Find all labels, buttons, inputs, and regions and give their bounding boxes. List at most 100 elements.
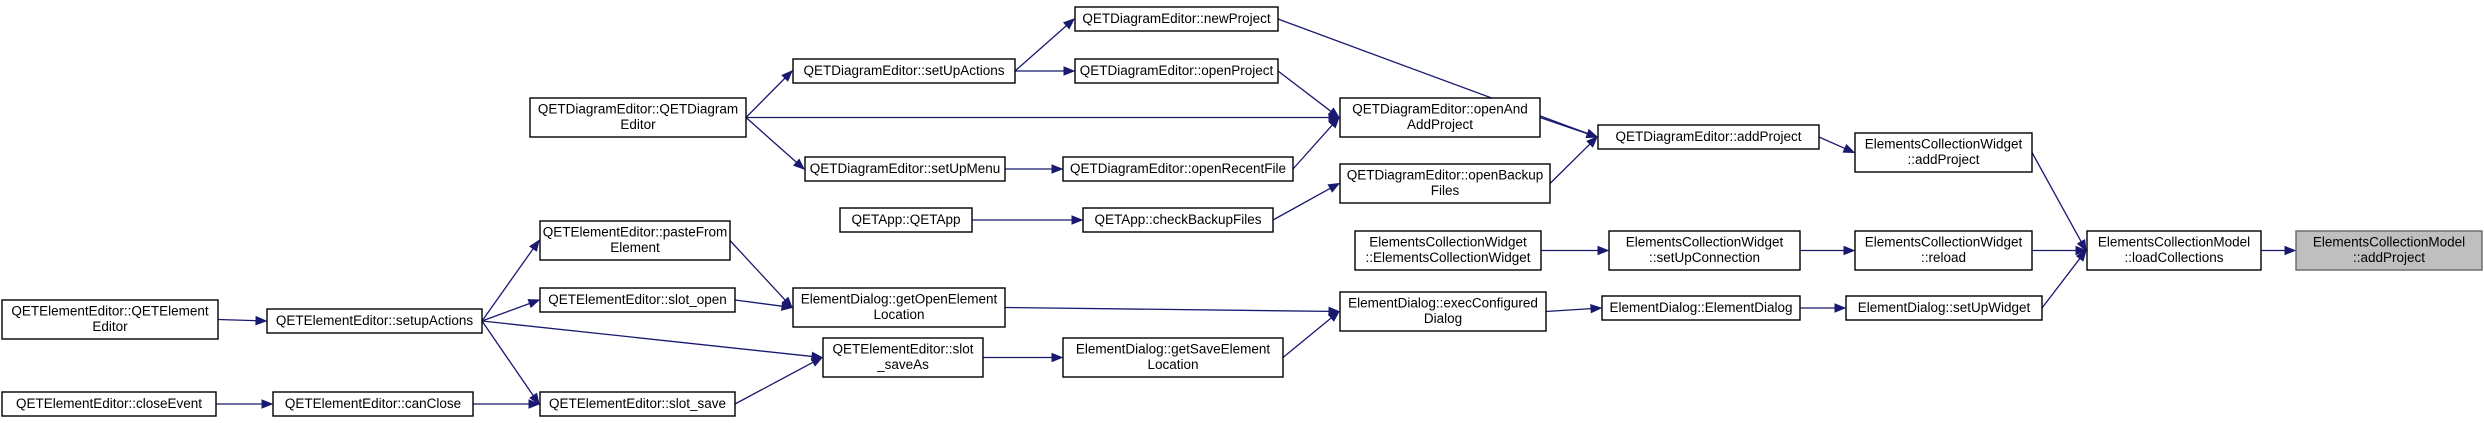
node-label: Files: [1431, 183, 1460, 198]
graph-node[interactable]: QETElementEditor::setupActions: [266, 308, 483, 334]
graph-node[interactable]: QETElementEditor::QETElementEditor: [1, 299, 219, 340]
node-box: [539, 220, 731, 261]
node-box: [1597, 124, 1820, 150]
graph-node[interactable]: QETDiagramEditor::openProject: [1074, 58, 1279, 84]
graph-edge: [1014, 25, 1067, 72]
arrowhead-icon: [781, 70, 793, 82]
node-label: QETElementEditor::QETElement: [11, 304, 209, 319]
node-label: ::addProject: [1907, 152, 1979, 167]
graph-node[interactable]: QETDiagramEditor::addProject: [1597, 124, 1820, 150]
arrowhead-icon: [2284, 245, 2297, 256]
node-label: QETDiagramEditor::openAnd: [1352, 102, 1528, 117]
graph-node[interactable]: ElementDialog::ElementDialog: [1601, 295, 1801, 321]
graph-node[interactable]: QETElementEditor::canClose: [272, 391, 474, 417]
arrowhead-icon: [1051, 352, 1064, 363]
arrowhead-icon: [1590, 303, 1603, 314]
node-label: ElementDialog::getOpenElement: [801, 292, 998, 307]
graph-node[interactable]: QETElementEditor::slot_save: [539, 391, 736, 417]
node-box: [1082, 207, 1274, 233]
node-box: [529, 97, 747, 138]
arrowhead-icon: [1071, 215, 1084, 225]
node-box: [272, 391, 474, 417]
arrowhead-icon: [529, 392, 540, 406]
graph-edge: [1272, 187, 1331, 221]
graph-node[interactable]: QETElementEditor::slot_open: [539, 287, 736, 313]
graph-edge: [481, 302, 530, 322]
graph-node[interactable]: QETDiagramEditor::openRecentFile: [1062, 156, 1294, 182]
node-box: [539, 287, 736, 313]
graph-node[interactable]: ElementsCollectionWidget::reload: [1854, 230, 2033, 271]
graph-node[interactable]: ElementsCollectionModel::addProject: [2295, 230, 2483, 271]
node-box: [1339, 163, 1551, 204]
graph-edge: [1545, 307, 1592, 313]
node-box: [1074, 6, 1279, 32]
arrowhead-icon: [528, 399, 541, 409]
arrowhead-icon: [1834, 303, 1847, 313]
graph-edge: [481, 320, 534, 397]
node-label: ElementsCollectionWidget: [1865, 235, 2023, 250]
node-label: ::ElementsCollectionWidget: [1365, 250, 1530, 265]
arrowhead-icon: [1843, 245, 1856, 256]
graph-node[interactable]: ElementDialog::setUpWidget: [1845, 295, 2043, 321]
node-box: [1062, 337, 1284, 378]
arrowhead-icon: [1586, 136, 1598, 148]
node-label: ElementsCollectionWidget: [1369, 235, 1527, 250]
graph-edge: [2031, 152, 2082, 243]
graph-edge: [217, 318, 257, 322]
node-label: QETElementEditor::pasteFrom: [543, 225, 728, 240]
graph-node[interactable]: QETDiagramEditor::setUpActions: [792, 58, 1016, 84]
node-label: Location: [873, 307, 924, 322]
graph-node[interactable]: QETDiagramEditor::setUpMenu: [804, 156, 1006, 182]
node-box: [1354, 230, 1542, 271]
node-label: QETElementEditor::closeEvent: [16, 396, 202, 411]
node-label: QETDiagramEditor::newProject: [1082, 11, 1271, 26]
graph-node[interactable]: ElementsCollectionWidget::addProject: [1854, 132, 2033, 173]
node-box: [792, 58, 1016, 84]
graph-node[interactable]: QETApp::checkBackupFiles: [1082, 207, 1274, 233]
arrowhead-icon: [1842, 143, 1856, 154]
node-box: [1339, 291, 1547, 332]
graph-edge: [1282, 317, 1332, 359]
arrowhead-icon: [529, 239, 540, 252]
arrowhead-icon: [2075, 245, 2088, 256]
node-label: QETApp::checkBackupFiles: [1094, 212, 1261, 227]
graph-node[interactable]: QETDiagramEditor::newProject: [1074, 6, 1279, 32]
node-label: ElementsCollectionWidget: [1626, 235, 1784, 250]
graph-edge: [1818, 136, 1846, 150]
graph-node[interactable]: QETElementEditor::slot_saveAs: [822, 337, 984, 378]
graph-node[interactable]: QETElementEditor::closeEvent: [1, 391, 217, 417]
arrowhead-icon: [1062, 18, 1076, 30]
arrowhead-icon: [1585, 129, 1599, 139]
graph-node[interactable]: ElementsCollectionWidget::ElementsCollec…: [1354, 230, 1542, 271]
arrowhead-icon: [1327, 182, 1341, 193]
node-box: [1, 299, 219, 340]
node-label: _saveAs: [876, 357, 929, 372]
arrowhead-icon: [1063, 66, 1076, 76]
graph-node[interactable]: ElementsCollectionModel::loadCollections: [2086, 230, 2262, 271]
node-label: QETDiagramEditor::QETDiagram: [538, 102, 738, 117]
graph-edge: [481, 248, 534, 322]
node-box: [1854, 132, 2033, 173]
node-label: QETApp::QETApp: [851, 212, 960, 227]
graph-node[interactable]: ElementsCollectionWidget::setUpConnectio…: [1608, 230, 1801, 271]
arrowhead-icon: [1327, 107, 1341, 119]
node-label: Dialog: [1424, 311, 1462, 326]
node-box: [539, 391, 736, 417]
node-label: Editor: [620, 117, 656, 132]
arrowhead-icon: [261, 399, 274, 409]
graph-node[interactable]: QETApp::QETApp: [839, 207, 973, 233]
node-box: [1339, 97, 1541, 138]
node-label: QETDiagramEditor::openProject: [1080, 63, 1274, 78]
arrowhead-icon: [780, 301, 794, 311]
node-box: [2086, 230, 2262, 271]
graph-edge: [2041, 258, 2081, 309]
graph-node[interactable]: QETDiagramEditor::QETDiagramEditor: [529, 97, 747, 138]
arrowhead-icon: [2076, 239, 2087, 252]
arrowhead-icon: [810, 356, 824, 367]
